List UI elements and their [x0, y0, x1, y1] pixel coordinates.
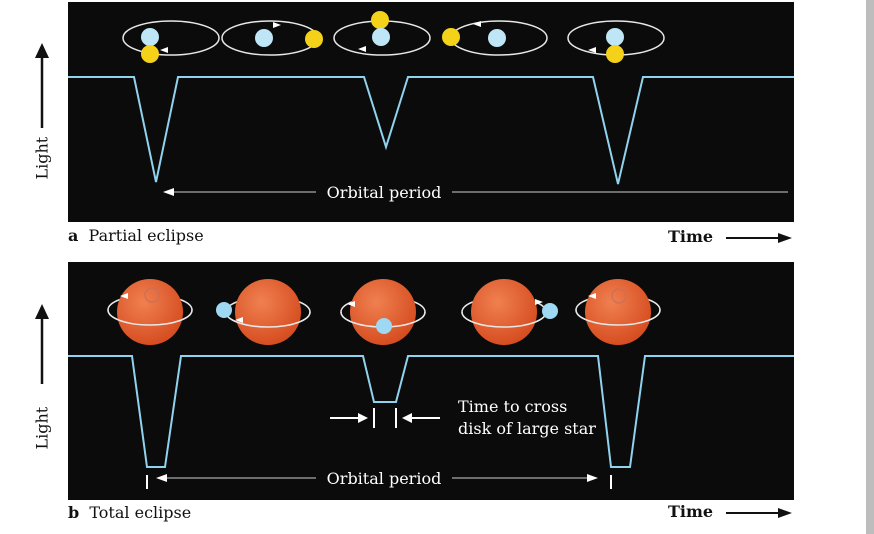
hidden-blue-star-outline [611, 288, 627, 304]
blue-star [488, 29, 506, 47]
panel-b-scene: Time to cross disk of large star Orbital… [68, 279, 794, 489]
panel-b-x-label: Time [668, 502, 714, 521]
cross-time-label-line1: Time to cross [458, 397, 567, 416]
red-star [350, 279, 416, 345]
yellow-star [606, 45, 624, 63]
orbit-direction-arrow [160, 47, 168, 53]
blue-star [376, 318, 392, 334]
orbit-direction-arrow [358, 46, 366, 52]
orbital-period-arrow [146, 474, 612, 489]
blue-star [255, 29, 273, 47]
red-star [471, 279, 537, 345]
page-edge-strip [866, 0, 874, 534]
panel-a-time-arrow [726, 233, 792, 243]
light-curve [68, 76, 794, 185]
panel-a-x-label: Time [668, 227, 714, 246]
panel-a-caption-text: Partial eclipse [88, 226, 204, 245]
cross-time-label-line2: disk of large star [458, 419, 596, 438]
orbit-front-arc [461, 311, 547, 328]
panel-a-partial-eclipse: Orbital period [68, 2, 794, 222]
orbital-period-arrow [163, 188, 788, 196]
panel-a-scene: Orbital period [68, 11, 794, 202]
orbit-direction-arrow [535, 299, 543, 305]
red-star [235, 279, 301, 345]
orbit-front-arc [575, 309, 661, 326]
panel-b-y-arrow [35, 304, 49, 384]
panel-b-letter: b [68, 503, 80, 522]
orbit-front-arc [107, 309, 193, 326]
hidden-blue-star-outline [144, 287, 160, 303]
orbit-direction-arrow [588, 47, 596, 53]
light-curve [68, 355, 794, 468]
orbit-front-arc [225, 311, 311, 328]
yellow-star [141, 45, 159, 63]
yellow-star [442, 28, 460, 46]
orbit-direction-arrow [588, 293, 596, 299]
orbit-direction-arrow [473, 21, 481, 27]
blue-star [542, 303, 558, 319]
yellow-star [305, 30, 323, 48]
red-star [585, 279, 651, 345]
red-star [117, 279, 183, 345]
panel-b-caption: b Total eclipse [68, 503, 191, 522]
panel-b-caption-text: Total eclipse [89, 503, 192, 522]
orbit-direction-arrow [273, 22, 281, 28]
orbital-period-label: Orbital period [327, 183, 442, 202]
panel-a-letter: a [68, 226, 79, 245]
orbit-ellipse [122, 20, 220, 56]
orbital-period-label: Orbital period [327, 469, 442, 488]
cross-time-markers [330, 408, 440, 428]
panel-b-total-eclipse: Time to cross disk of large star Orbital… [68, 262, 794, 500]
blue-star [141, 28, 159, 46]
panel-a-y-label: Light [32, 136, 52, 180]
panel-b-time-arrow [726, 508, 792, 518]
orbit-direction-arrow [235, 317, 243, 323]
yellow-star [371, 11, 389, 29]
panel-a-y-arrow [35, 43, 49, 128]
blue-star [606, 28, 624, 46]
orbit-direction-arrow [120, 293, 128, 299]
panel-b-y-label: Light [32, 406, 52, 450]
panel-a-caption: a Partial eclipse [68, 226, 204, 245]
blue-star [216, 302, 232, 318]
orbit-direction-arrow [347, 301, 355, 307]
blue-star [372, 28, 390, 46]
